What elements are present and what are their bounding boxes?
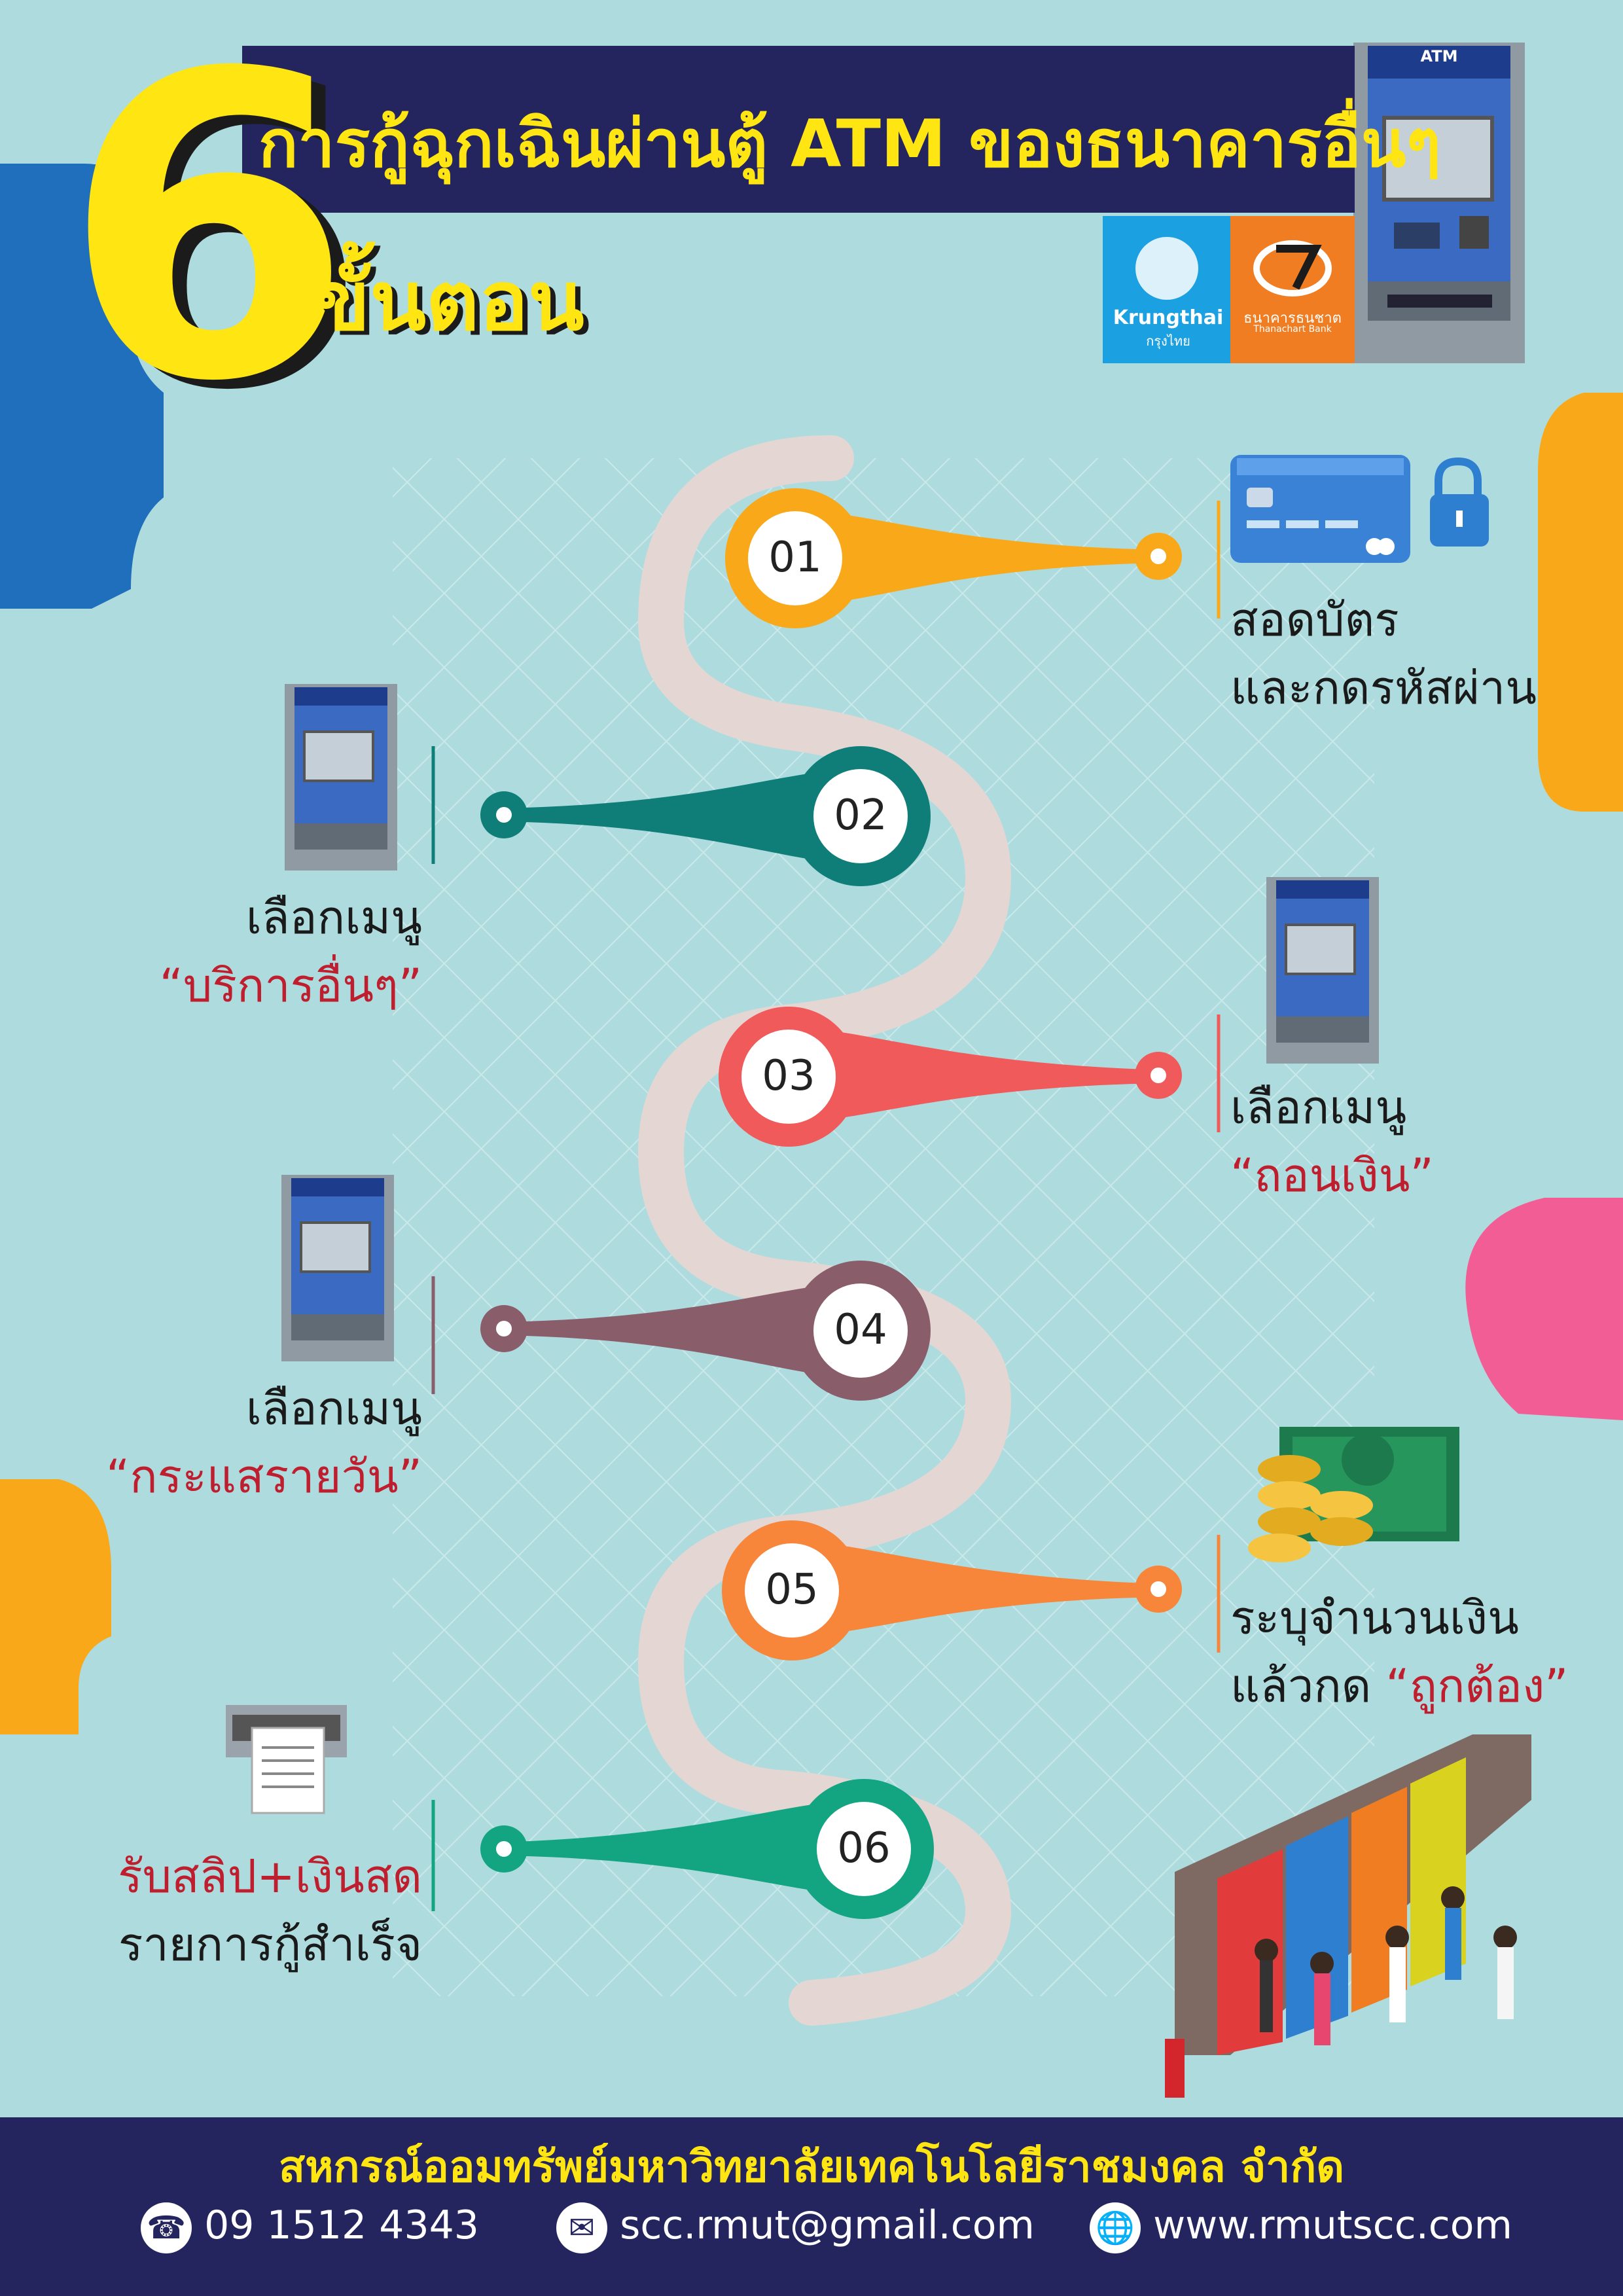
email-address: scc.rmut@gmail.com [620,2202,1035,2248]
coins-icon [1248,1455,1373,1562]
step-02-line1: เลือกเมนู [245,891,422,944]
step-05-line2: แล้วกด “ถูกต้อง” [1230,1652,1568,1720]
atm-icon [1266,877,1379,1064]
globe-icon: 🌐 [1090,2202,1141,2253]
step-label-06: รับสลิป+เงินสด รายการกู้สำเร็จ [92,1842,422,1979]
phone-contact[interactable]: ☎ 09 1512 4343 [141,2202,479,2253]
step-number-03: 03 [762,1052,815,1100]
thanachart-logo [1230,216,1355,363]
decor-orange-right [1538,393,1623,812]
step-label-02: เลือกเมนู “บริการอื่นๆ” [92,884,422,1020]
printer-slip-icon [226,1705,347,1814]
step-pin-06 [480,1779,934,1919]
step-06-line1: รับสลิป+เงินสด [118,1850,422,1903]
atm-row-illustration [1165,1734,1531,2098]
grid-pattern [393,458,1374,1996]
step-01-line2: และกดรหัสผ่าน [1230,661,1537,715]
phone-number: 09 1512 4343 [204,2202,479,2248]
decor-orange-left [0,1479,111,1734]
thanachart-mark-icon [1253,240,1332,296]
krungthai-name: Krungthai [1113,306,1224,329]
step-number-02: 02 [834,791,887,840]
step-number-04: 04 [834,1306,887,1354]
step-04-line1: เลือกเมนู [245,1382,422,1435]
big-number-six: 6 [62,0,354,473]
thanachart-name: ธนาคารธนชาต [1243,310,1342,327]
step-06-line2: รายการกู้สำเร็จ [118,1918,422,1971]
step-label-01: สอดบัตร และกดรหัสผ่าน [1230,586,1537,722]
step-03-line2: “ถอนเงิน” [1230,1149,1434,1202]
step-label-04: เลือกเมนู “กระแสรายวัน” [92,1374,422,1511]
decor-pink-right [1465,1198,1623,1420]
step-pin-04 [480,1261,931,1401]
step-02-line2: “บริการอื่นๆ” [159,959,422,1013]
step-05-line2a: แล้วกด [1230,1659,1386,1713]
title-bar [242,46,1355,213]
step-number-05: 05 [765,1566,819,1614]
website-contact[interactable]: 🌐 www.rmutscc.com [1090,2202,1512,2253]
step-03-line1: เลือกเมนู [1230,1081,1407,1134]
organization-name: สหกรณ์ออมทรัพย์มหาวิทยาลัยเทคโนโลยีราชมง… [278,2142,1345,2192]
step-label-05: ระบุจำนวนเงิน แล้วกด “ถูกต้อง” [1230,1584,1568,1720]
atm-label: ATM [1420,47,1458,65]
step-04-line2: “กระแสรายวัน” [105,1450,422,1503]
winding-path [637,435,1012,2026]
decor-blue-left [0,164,164,609]
atm-icon [1353,43,1525,363]
website-url: www.rmutscc.com [1153,2202,1512,2248]
step-05-line2b: “ถูกต้อง” [1385,1659,1569,1713]
step-label-03: เลือกเมนู “ถอนเงิน” [1230,1073,1434,1210]
thanachart-en: Thanachart Bank [1253,324,1332,334]
step-pin-02 [480,746,931,886]
step-pin-01 [725,488,1182,628]
step-05-line1: ระบุจำนวนเงิน [1230,1591,1519,1645]
step-number-01: 01 [768,533,822,582]
krungthai-thai: กรุงไทย [1146,333,1190,349]
page-title: การกู้ฉุกเฉินผ่านตู้ ATM ของธนาคารอื่นๆ [259,105,1441,182]
page-subtitle: ขั้นตอน [314,254,584,349]
phone-icon: ☎ [141,2202,192,2253]
step-number-06: 06 [837,1824,891,1873]
credit-card-icon [1230,455,1410,563]
thanachart-t-icon [1276,245,1322,290]
mail-icon: ✉ [556,2202,607,2253]
lock-icon [1430,457,1489,547]
atm-icon [281,1175,394,1361]
krungthai-bird-icon [1135,237,1198,300]
email-contact[interactable]: ✉ scc.rmut@gmail.com [556,2202,1035,2253]
atm-icon [285,684,397,870]
footer [0,2117,1623,2296]
step-01-line1: สอดบัตร [1230,593,1399,647]
step-pin-05 [722,1520,1182,1660]
step-pin-03 [719,1007,1182,1147]
